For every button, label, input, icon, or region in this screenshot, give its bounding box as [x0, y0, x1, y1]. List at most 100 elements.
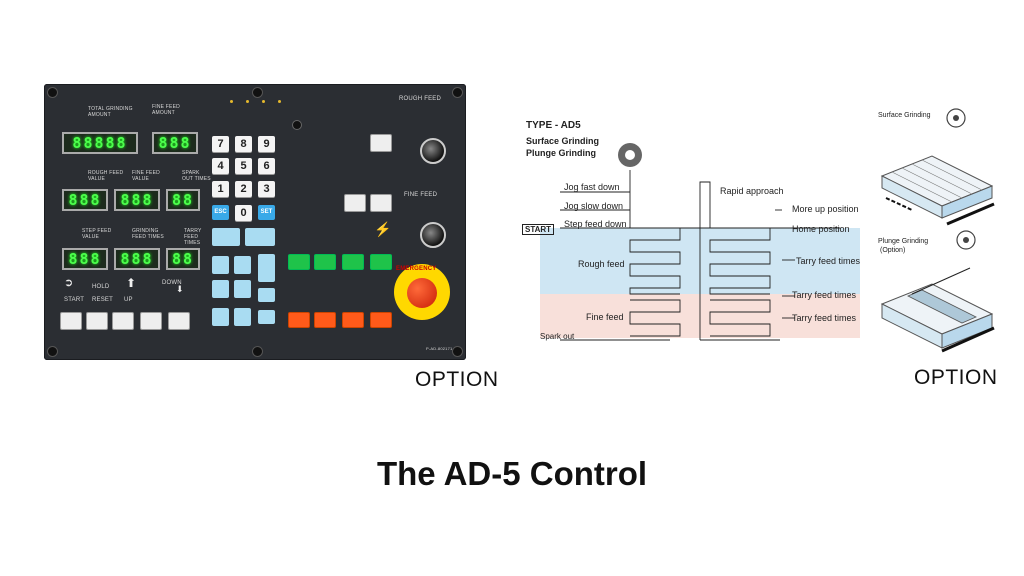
label-reset: RESET [92, 297, 114, 303]
plunge-grinding-illustration [880, 230, 995, 353]
down-button-2[interactable] [168, 312, 190, 330]
option-label-right: OPTION [914, 366, 998, 389]
label-more-up-position: More up position [792, 204, 859, 214]
key-0[interactable]: 0 [235, 205, 252, 221]
diagram-title: TYPE - AD5 [526, 120, 581, 131]
mode-button-10[interactable] [234, 308, 251, 326]
display-label-rough-value: ROUGH FEED VALUE [88, 170, 124, 182]
plunge-grinding-sub: (Option) [880, 247, 906, 254]
key-1[interactable]: 1 [212, 181, 229, 197]
key-7[interactable]: 7 [212, 136, 229, 152]
start-button[interactable] [60, 312, 82, 330]
surface-grinding-label: Surface Grinding [878, 112, 931, 119]
indicator-hole [292, 120, 302, 130]
panel-screw [452, 87, 463, 98]
mode-button-9[interactable] [212, 308, 229, 326]
fine-feed-knob[interactable] [420, 222, 446, 248]
label-tarry-feed-1: Tarry feed times [796, 256, 861, 266]
label-fine-feed: Fine feed [586, 312, 624, 322]
display-label-step: STEP FEED VALUE [82, 228, 112, 240]
mode-button-5[interactable] [258, 254, 275, 282]
orange-button-3[interactable] [342, 312, 364, 328]
display-rough-value: 888 [62, 189, 108, 211]
label-down: DOWN [162, 280, 182, 286]
orange-button-2[interactable] [314, 312, 336, 328]
panel-screw [252, 87, 263, 98]
mode-button-2[interactable] [245, 228, 275, 246]
label-step-feed-down: Step feed down [564, 219, 627, 229]
label-rough-feed: Rough feed [578, 259, 625, 269]
diagram-subtitle-plunge: Plunge Grinding [526, 148, 596, 158]
option-label-left: OPTION [415, 368, 499, 391]
key-set[interactable]: SET [258, 205, 275, 220]
key-5[interactable]: 5 [235, 158, 252, 174]
control-panel: TOTAL GRINDING AMOUNT 88888 FINE FEED AM… [44, 84, 466, 360]
feed-cycle-diagram [540, 143, 860, 341]
orange-button-4[interactable] [370, 312, 392, 328]
display-total-grinding: 88888 [62, 132, 138, 154]
display-label-tarry: TARRY FEED TIMES [184, 228, 202, 246]
fine-feed-label: FINE FEED [404, 192, 438, 198]
label-hold: HOLD [92, 284, 110, 290]
label-jog-fast-down: Jog fast down [564, 182, 620, 192]
display-label-fine-value: FINE FEED VALUE [132, 170, 160, 182]
key-9[interactable]: 9 [258, 136, 275, 152]
panel-screw [47, 346, 58, 357]
up-button[interactable] [112, 312, 134, 330]
display-fine-value: 888 [114, 189, 160, 211]
slide-caption: The AD-5 Control [376, 455, 648, 492]
rough-feed-knob[interactable] [420, 138, 446, 164]
label-tarry-feed-3: Tarry feed times [792, 313, 857, 323]
mode-button-7[interactable] [234, 280, 251, 298]
label-spark-out: Spark out [540, 332, 575, 341]
display-grinding-times: 888 [114, 248, 160, 270]
indicator-led [246, 100, 249, 103]
lightning-icon: ⚡ [374, 221, 392, 237]
mode-button-3[interactable] [212, 256, 229, 274]
green-button-1[interactable] [288, 254, 310, 270]
panel-screw [47, 87, 58, 98]
key-6[interactable]: 6 [258, 158, 275, 174]
indicator-led [262, 100, 265, 103]
green-button-4[interactable] [370, 254, 392, 270]
display-fine-amount: 888 [152, 132, 198, 154]
start-arrow-icon: ➲ [64, 277, 74, 289]
jog-button-1[interactable] [344, 194, 366, 212]
surface-grinding-illustration [880, 108, 995, 226]
display-tarry-times: 88 [166, 248, 200, 270]
key-esc[interactable]: ESC [212, 205, 229, 220]
rough-feed-label: ROUGH FEED [399, 96, 442, 102]
jog-button-2[interactable] [370, 194, 392, 212]
label-rapid-approach: Rapid approach [720, 186, 784, 196]
key-3[interactable]: 3 [258, 181, 275, 197]
label-home-position: Home position [792, 224, 850, 234]
hold-reset-button[interactable] [86, 312, 108, 330]
emergency-label: EMERGENCY [396, 266, 437, 272]
down-button-1[interactable] [140, 312, 162, 330]
panel-screw [252, 346, 263, 357]
display-label-fine-amount: FINE FEED AMOUNT [152, 104, 180, 116]
label-start: START [522, 224, 555, 235]
plunge-grinding-label: Plunge Grinding [878, 238, 929, 245]
key-4[interactable]: 4 [212, 158, 229, 174]
key-8[interactable]: 8 [235, 136, 252, 152]
orange-button-1[interactable] [288, 312, 310, 328]
rough-feed-button[interactable] [370, 134, 392, 152]
mode-button-1[interactable] [212, 228, 240, 246]
key-2[interactable]: 2 [235, 181, 252, 197]
panel-screw [452, 346, 463, 357]
green-button-2[interactable] [314, 254, 336, 270]
mode-button-11[interactable] [258, 310, 275, 324]
indicator-led [230, 100, 233, 103]
label-tarry-feed-2: Tarry feed times [792, 290, 857, 300]
label-start: START [64, 297, 85, 303]
up-arrow-icon: ⬆ [126, 276, 137, 290]
mode-button-8[interactable] [258, 288, 275, 302]
mode-button-6[interactable] [212, 280, 229, 298]
emergency-stop-button[interactable] [407, 278, 437, 308]
mode-button-4[interactable] [234, 256, 251, 274]
display-step-feed: 888 [62, 248, 108, 270]
green-button-3[interactable] [342, 254, 364, 270]
indicator-led [278, 100, 281, 103]
display-label-total: TOTAL GRINDING AMOUNT [88, 106, 133, 118]
